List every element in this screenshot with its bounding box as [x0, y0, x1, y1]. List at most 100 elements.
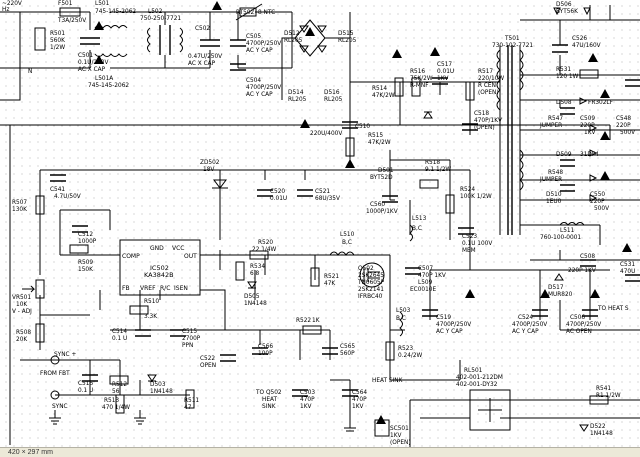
ic-pin-fb: FB [122, 285, 130, 292]
ic-pin-vcc: VCC [172, 245, 184, 252]
d501-label: D501 [378, 168, 394, 174]
d516-value: RL205 [324, 97, 343, 103]
c501-label: C501 [78, 53, 93, 59]
r522-value: 1K [312, 318, 320, 324]
page-size-readout: 420 × 297 mm [8, 449, 53, 456]
to-q502-label: TO Q502 [255, 390, 282, 396]
l510-value: B,C [342, 240, 352, 246]
r501-value2: 1/2W [50, 45, 65, 51]
r531-value: 120 1W [556, 74, 579, 80]
c502-label: C502 [195, 26, 210, 32]
r515-value: 47K/2W [368, 140, 391, 146]
l509-value: EC0010E [410, 287, 436, 293]
c524-value1: 4700P/250V [512, 322, 547, 328]
t501-value: 730-102-7721 [492, 43, 533, 49]
c550-value2: 500V [594, 206, 609, 212]
c541-value: 4.7U/50V [54, 194, 81, 200]
f501-label: F501 [58, 1, 73, 7]
r510-label: R510 [144, 299, 159, 305]
sc501-label: SC501 [390, 426, 409, 432]
r516-value2: R-MNF [410, 83, 429, 89]
rl501-value2: 402-001-DY32 [456, 382, 498, 388]
c506-value1: 4700P/250V [566, 322, 601, 328]
c515-value2: PPN [182, 343, 193, 349]
c564-value1: 470P [352, 397, 367, 403]
r517-value1: 220/10W [478, 76, 504, 82]
q502-value2: TN0605P [357, 280, 385, 286]
ic-pin-gnd: GND [150, 245, 164, 252]
c510-value: 220U/400V [310, 131, 342, 137]
d509-label: D509 [556, 152, 572, 158]
l501a-label: L501A [95, 76, 113, 82]
input-freq-label: Hz [2, 7, 9, 13]
d508-value: FR302LF [588, 100, 613, 106]
c519-value2: AC Y CAP [436, 329, 463, 335]
r507-value: 130K [12, 207, 27, 213]
sync-plus-label: SYNC + [54, 352, 76, 358]
d503-value: 1N4148 [150, 389, 173, 395]
c517-value2: 1KV [437, 76, 448, 82]
c514-label: C514 [112, 329, 127, 335]
r509-value: 150K [78, 267, 93, 273]
sink-label: SINK [262, 404, 276, 410]
status-bar: 420 × 297 mm [0, 447, 640, 457]
l509-label: L509 [418, 280, 433, 286]
c503-label: C503 [300, 390, 315, 396]
r517-value2: R CEN [478, 83, 496, 89]
c522-label: C522 [200, 356, 215, 362]
c560-value: 1000P/1KV [366, 209, 398, 215]
from-fbt-label: FROM FBT [40, 371, 70, 377]
ic502-body [119, 239, 201, 296]
c519-label: C519 [436, 315, 451, 321]
sc501-value1: 1KV [390, 433, 401, 439]
q502-label: Q502 [358, 266, 374, 272]
r516-label: R516 [410, 69, 425, 75]
d516-label: D516 [324, 90, 340, 96]
c507-value: 470P 1KV [418, 273, 446, 279]
d503-label: D503 [150, 382, 166, 388]
d508-label: D508 [556, 100, 572, 106]
c550-label: C550 [590, 192, 605, 198]
c506-value2: AC OPEN [566, 329, 592, 335]
c565-label: C565 [340, 344, 355, 350]
d517-value: MUR820 [548, 292, 573, 298]
ic-part: KA3842B [144, 271, 174, 279]
f501-value: T3A/250V [57, 18, 86, 24]
c531-label: C531 [620, 262, 635, 268]
zd502-value: 18V [203, 167, 214, 173]
c509-value1: 220P [580, 123, 595, 129]
c505-value1: 4700P/250V [246, 41, 281, 47]
c531-value: 470U [620, 269, 635, 275]
r516-value1: 75K/2W [410, 76, 433, 82]
r515-label: R515 [368, 133, 383, 139]
c518-value1: 470P/1KV [474, 118, 502, 124]
r508-label: R508 [16, 330, 31, 336]
c518-value2: (OPEN) [474, 125, 495, 131]
r520-value: 22 1/4W [252, 247, 277, 253]
ic-pin-isen: ISEN [174, 285, 188, 292]
q502-value3: 2SK2141 [358, 287, 384, 293]
l513-value: B,C [412, 226, 422, 232]
c521-label: C521 [315, 189, 330, 195]
input-voltage-label: ~220V [2, 1, 22, 7]
zd502-label: ZD502 [200, 160, 220, 166]
to-heatsink-label: TO HEAT S [597, 306, 629, 312]
c523-label: C523 [462, 234, 477, 240]
c504-value2: AC Y CAP [246, 92, 273, 98]
ic-pin-vref: VREF [140, 285, 156, 292]
l502-label: L502 [148, 9, 163, 15]
c521-value: 68U/35V [315, 196, 340, 202]
r517-value3: (OPEN) [478, 90, 499, 96]
r524-label: R524 [460, 187, 475, 193]
r541-value: R1 1/2W [596, 393, 621, 399]
r547-value: JUMPER [539, 123, 562, 129]
r510-value: 3.3K [144, 314, 157, 320]
c548-label: C548 [616, 116, 631, 122]
r534-label: R534 [250, 264, 265, 270]
rt502-label: RT502 [236, 10, 255, 16]
c517-label: C517 [437, 62, 452, 68]
r548-value: JUMPER [539, 177, 562, 183]
c520-value: 0.01U [270, 196, 287, 202]
ic-pin-comp: COMP [122, 253, 140, 260]
